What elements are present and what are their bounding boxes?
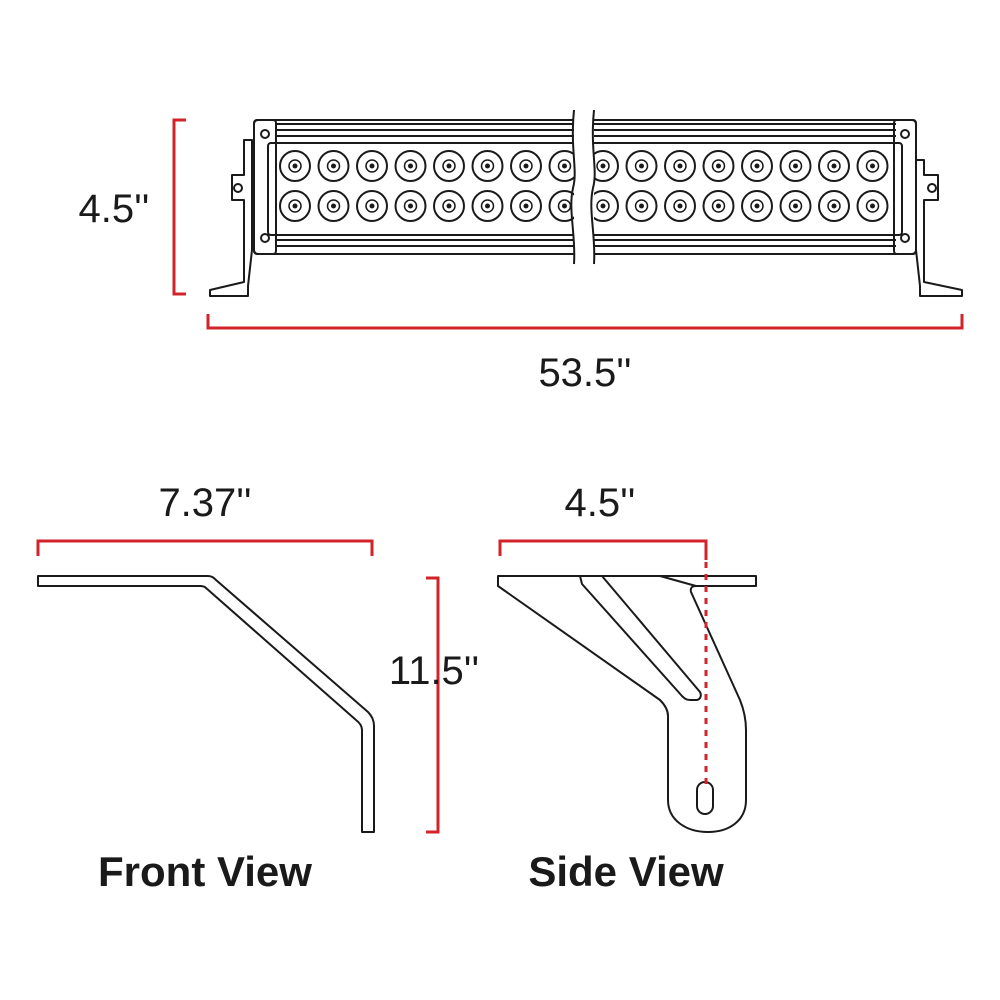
side-width-dimension — [498, 539, 708, 560]
light-bar-height-label: 4.5'' — [79, 187, 150, 231]
led-cell — [510, 150, 542, 182]
led-cell — [779, 150, 812, 182]
front-view-drawing: 7.37'' 11.5'' Front View — [36, 481, 479, 895]
led-cell — [356, 150, 388, 182]
side-bracket — [497, 575, 757, 833]
led-cell — [471, 190, 504, 222]
light-bar-width-label: 53.5'' — [538, 351, 631, 395]
screw-icon — [900, 129, 910, 139]
led-cell — [625, 150, 658, 182]
led-cell — [471, 150, 504, 182]
right-mount-bracket — [915, 159, 963, 297]
led-cell — [856, 190, 889, 222]
led-cell — [818, 190, 850, 222]
front-view-caption: Front View — [98, 848, 312, 895]
mount-slot — [696, 781, 714, 815]
led-cell — [356, 190, 388, 222]
led-cell — [317, 190, 350, 222]
led-cell — [702, 190, 735, 222]
led-cell — [741, 150, 773, 182]
height-dimension — [172, 118, 186, 296]
led-cell — [818, 150, 850, 182]
length-break-symbol — [570, 109, 596, 265]
led-cell — [856, 150, 889, 182]
led-cell — [741, 190, 773, 222]
led-cell — [394, 150, 427, 182]
led-cell — [279, 190, 311, 222]
front-bracket — [37, 575, 375, 833]
front-width-dimension — [36, 539, 374, 556]
screw-icon — [900, 233, 910, 243]
led-cell — [625, 190, 658, 222]
left-mount-bracket — [209, 139, 253, 297]
led-cell — [394, 190, 427, 222]
side-view-caption: Side View — [528, 848, 724, 895]
led-cell — [664, 150, 696, 182]
screw-icon — [260, 233, 270, 243]
led-cell — [279, 150, 311, 182]
led-cell — [433, 150, 465, 182]
led-cell — [664, 190, 696, 222]
front-height-label: 11.5'' — [389, 649, 479, 693]
led-cell — [779, 190, 812, 222]
led-cell — [317, 150, 350, 182]
led-grid — [279, 150, 889, 222]
front-height-dimension — [426, 576, 440, 834]
led-cell — [510, 190, 542, 222]
side-width-label: 4.5'' — [565, 481, 636, 525]
light-bar-drawing: 4.5'' 53.5'' — [79, 109, 964, 395]
width-dimension — [206, 314, 964, 330]
led-cell — [433, 190, 465, 222]
side-view-drawing: 4.5'' Side View — [497, 481, 757, 895]
led-cell — [702, 150, 735, 182]
screw-icon — [260, 129, 270, 139]
front-width-label: 7.37'' — [158, 481, 251, 525]
